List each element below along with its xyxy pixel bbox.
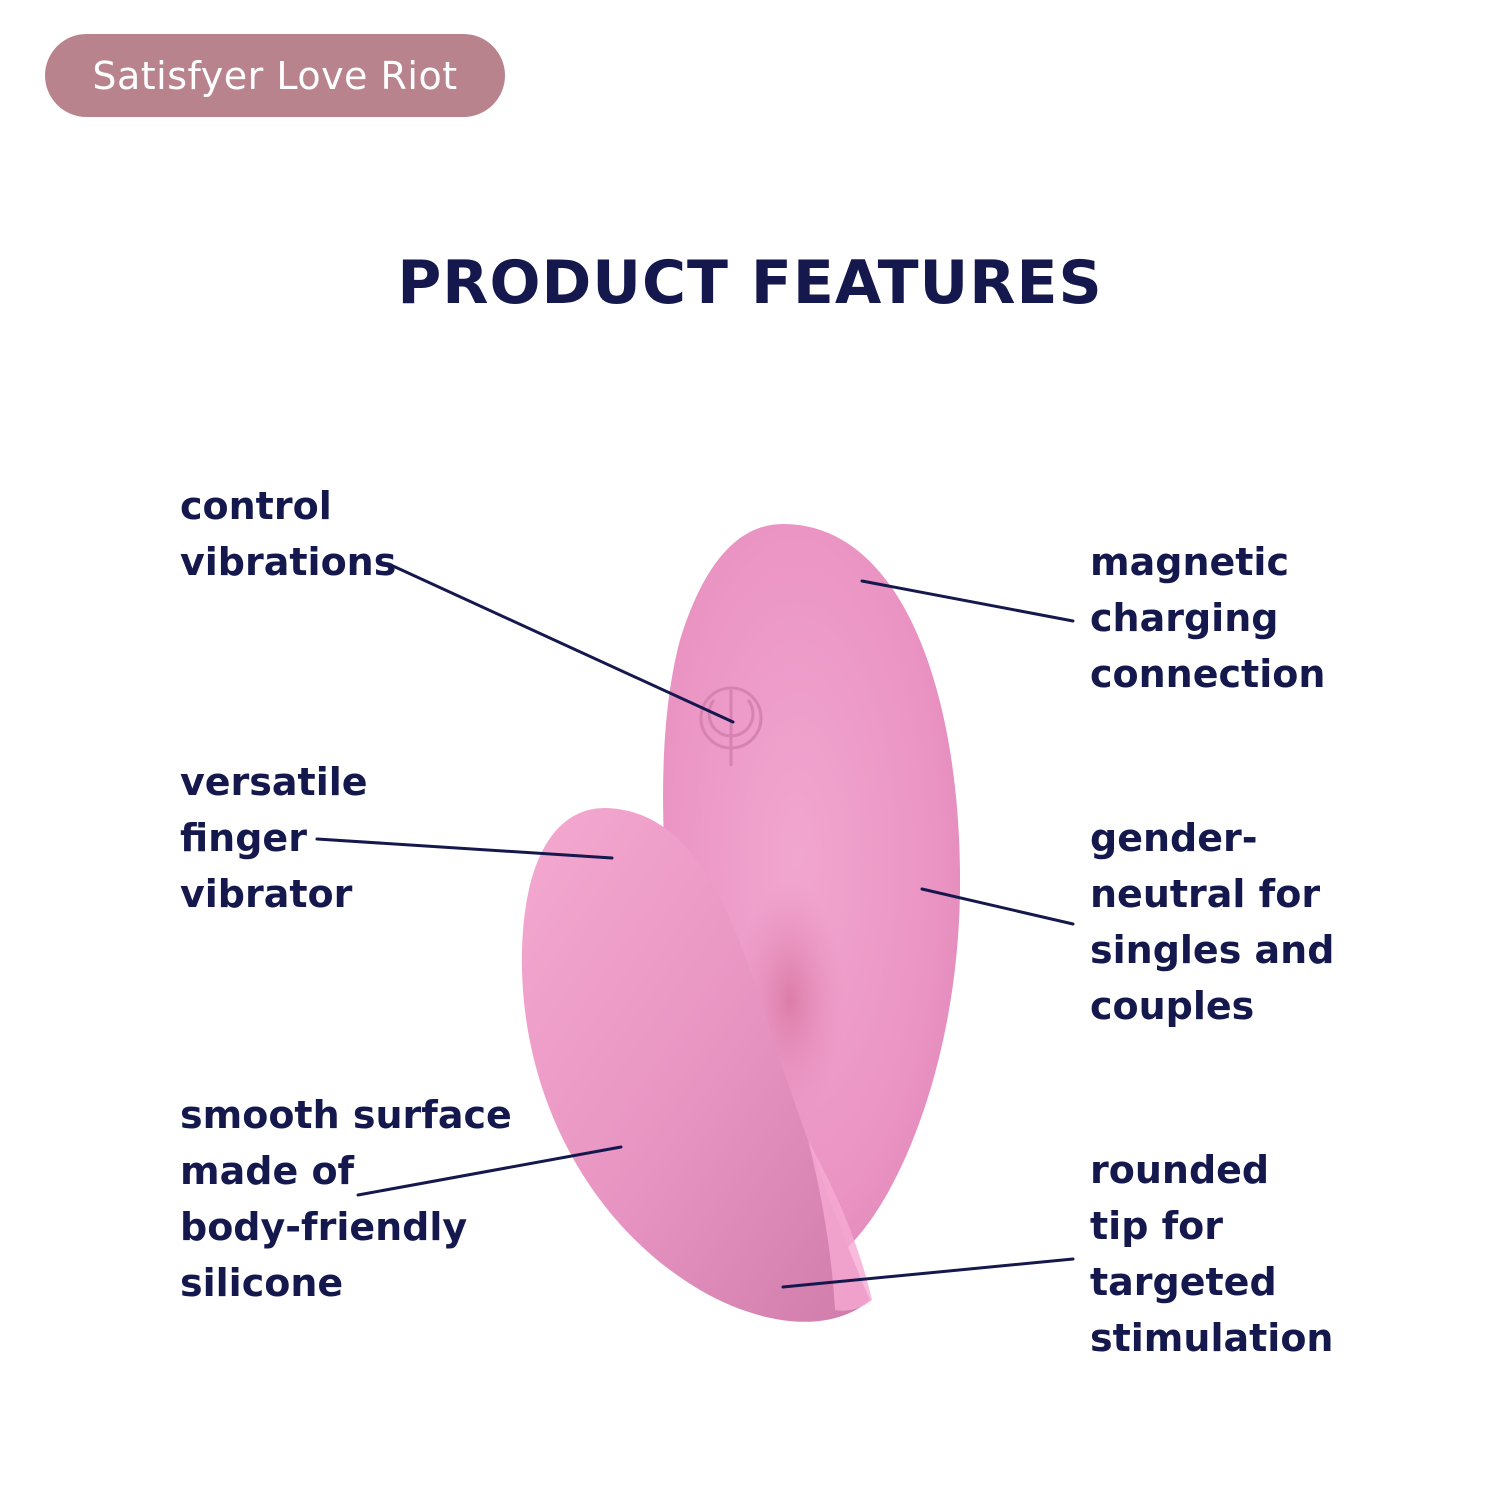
callout-line-finger (315, 837, 614, 860)
power-button-icon (699, 686, 763, 766)
callout-line-gender (920, 887, 1075, 926)
product-tip-highlight (808, 1140, 872, 1311)
callout-line-magnetic (860, 579, 1075, 623)
callout-line-surface (356, 1145, 623, 1197)
callout-line-tip (781, 1257, 1075, 1289)
callout-finger-vibrator: versatile finger vibrator (180, 760, 368, 916)
callout-line-control (391, 564, 735, 724)
callout-rounded-tip: rounded tip for targeted stimulation (1090, 1148, 1334, 1360)
brand-badge: Satisfyer Love Riot (45, 34, 505, 117)
product-front-lobe (521, 808, 870, 1322)
page-title: PRODUCT FEATURES (397, 248, 1103, 318)
callout-control-vibrations: control vibrations (180, 484, 397, 584)
callout-gender-neutral: gender- neutral for singles and couples (1090, 816, 1335, 1028)
callout-smooth-surface: smooth surface made of body-friendly sil… (180, 1093, 512, 1305)
callout-magnetic-charging: magnetic charging connection (1090, 540, 1326, 696)
brand-label: Satisfyer Love Riot (92, 53, 458, 98)
